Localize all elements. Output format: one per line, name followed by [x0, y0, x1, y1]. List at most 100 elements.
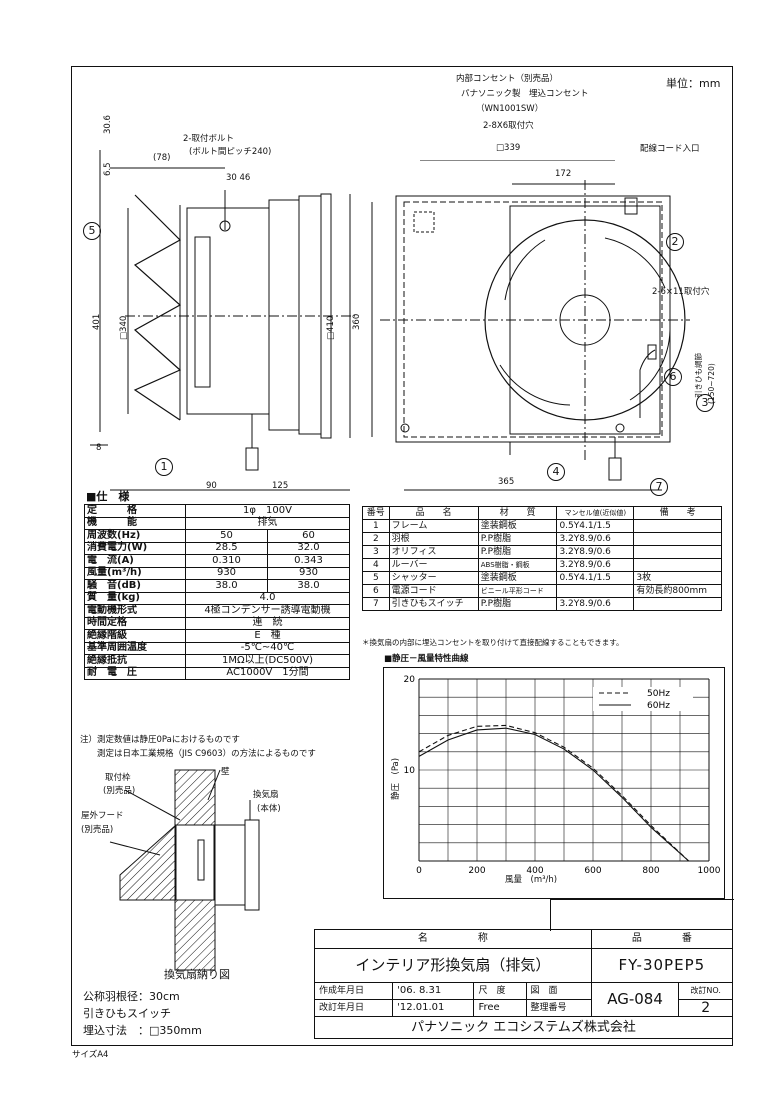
- parts-cell: 3.2Y8.9/0.6: [556, 532, 635, 546]
- x-tick-label: 0: [416, 866, 422, 876]
- spec-row: 時間定格連 続: [84, 616, 350, 630]
- spec-value: -5℃~40℃: [185, 641, 350, 655]
- parts-header-cell: 番号: [362, 506, 390, 520]
- hood-label: 屋外フード: [81, 811, 124, 821]
- spec-value-50hz: 50: [185, 529, 268, 543]
- dim-6-5: 6.5: [103, 162, 113, 176]
- mount-holes-label: 2-8X6取付穴: [483, 121, 534, 131]
- dim-365: 365: [498, 477, 515, 487]
- dim-30-6: 30.6: [103, 115, 113, 134]
- legend-label: 50Hz: [647, 689, 670, 699]
- parts-cell: [633, 545, 722, 559]
- spec-label: 機 能: [84, 516, 186, 530]
- parts-cell: [633, 532, 722, 546]
- parts-cell: 6: [362, 584, 390, 598]
- spec-value-60hz: 0.343: [267, 554, 350, 568]
- callout-2: 2: [666, 233, 684, 251]
- bolt-label: 2-取付ボルト: [183, 134, 234, 144]
- install-diagram: [109, 769, 260, 971]
- parts-cell: P.P樹脂: [477, 597, 558, 611]
- spec-label: 電 流(A): [84, 554, 186, 568]
- title-block-top: [550, 899, 734, 931]
- fan-body-label: 換気扇: [253, 790, 279, 800]
- parts-cell: [633, 597, 722, 611]
- spec-value: 4.0: [185, 591, 350, 605]
- parts-cell: 塗装鋼板: [477, 571, 558, 585]
- mount-holes-2-label: 2-6×11取付穴: [652, 287, 710, 297]
- outlet-code-label: （WN1001SW）: [476, 104, 544, 114]
- wall-label: 壁: [221, 767, 230, 777]
- dim-8: 8: [96, 443, 102, 453]
- parts-header-cell: 材 質: [477, 506, 558, 520]
- dim-30-46: 30 46: [226, 173, 251, 183]
- spec-label: 絶縁抵抗: [84, 654, 186, 668]
- parts-cell: 3.2Y8.9/0.6: [556, 597, 635, 611]
- x-tick-label: 200: [468, 866, 485, 876]
- spec-label: 時間定格: [84, 616, 186, 630]
- spec-label: 消費電力(W): [84, 541, 186, 555]
- parts-cell: P.P樹脂: [477, 545, 558, 559]
- parts-cell: [633, 519, 722, 533]
- dim-340: □340: [119, 315, 129, 340]
- x-tick-label: 800: [642, 866, 659, 876]
- outlet-model-label: パナソニック製 埋込コンセント: [461, 89, 589, 99]
- drawing-frame: [71, 66, 733, 1046]
- spec-label: 騒 音(dB): [84, 579, 186, 593]
- callout-1: 1: [155, 458, 173, 476]
- legend-bg: [593, 687, 693, 699]
- parts-cell: 5: [362, 571, 390, 585]
- dim-339: □339: [496, 143, 521, 153]
- spec-title: ■仕 様: [86, 490, 130, 503]
- pull-cord-label: 引きひも調節: [694, 353, 703, 398]
- spec-row: 基準周囲温度-5℃~40℃: [84, 641, 350, 655]
- chart-title: ■静圧－風量特性曲線: [384, 654, 469, 664]
- scale-label: 尺 度: [473, 982, 527, 1000]
- parts-header-cell: 品 名: [388, 506, 479, 520]
- embed-size: 埋込寸法 ：□350mm: [83, 1024, 202, 1037]
- cord-inlet-label: 配線コード入口: [640, 144, 700, 154]
- parts-cell: 3.2Y8.9/0.6: [556, 558, 635, 572]
- parts-cell: P.P樹脂: [477, 532, 558, 546]
- parts-cell: 3枚: [633, 571, 722, 585]
- outlet-label: 内部コンセント（別売品）: [456, 74, 559, 84]
- unit-label: 単位：mm: [666, 77, 721, 90]
- drawing-label: 図 面: [525, 982, 592, 1000]
- revision-number: 2: [678, 999, 733, 1017]
- parts-cell: 4: [362, 558, 390, 572]
- spec-note-1: 注）測定数値は静圧0Paにおけるものです: [80, 735, 240, 745]
- dim-90: 90: [206, 481, 217, 491]
- dim-410: □410: [326, 315, 336, 340]
- spec-value: 4極コンデンサー誘導電動機: [185, 604, 350, 618]
- spec-value-60hz: 32.0: [267, 541, 350, 555]
- spec-label: 定 格: [84, 504, 186, 518]
- parts-cell: 2: [362, 532, 390, 546]
- y-tick-label: 20: [404, 675, 416, 685]
- parts-cell: 羽根: [388, 532, 479, 546]
- spec-label: 耐 電 圧: [84, 666, 186, 680]
- chart-ylabel: 静圧 (Pa): [391, 757, 401, 800]
- parts-cell: ビニール平形コード: [477, 584, 558, 598]
- drawing-number: AG-084: [590, 982, 680, 1017]
- spec-value: AC1000V 1分間: [185, 666, 350, 680]
- chart-xlabel: 風量 (m³/h): [505, 875, 558, 885]
- created-date: '06. 8.31: [392, 982, 475, 1000]
- parts-cell: [633, 558, 722, 572]
- parts-cell: 塗装鋼板: [477, 519, 558, 533]
- x-tick-label: 600: [584, 866, 601, 876]
- callout-4: 4: [547, 463, 565, 481]
- spec-value-50hz: 930: [185, 566, 268, 580]
- title-block: 名 称 品 番 インテリア形換気扇（排気） FY-30PEP5 作成年月日 '0…: [313, 929, 734, 1039]
- created-label: 作成年月日: [313, 982, 394, 1000]
- x-tick-label: 400: [526, 866, 543, 876]
